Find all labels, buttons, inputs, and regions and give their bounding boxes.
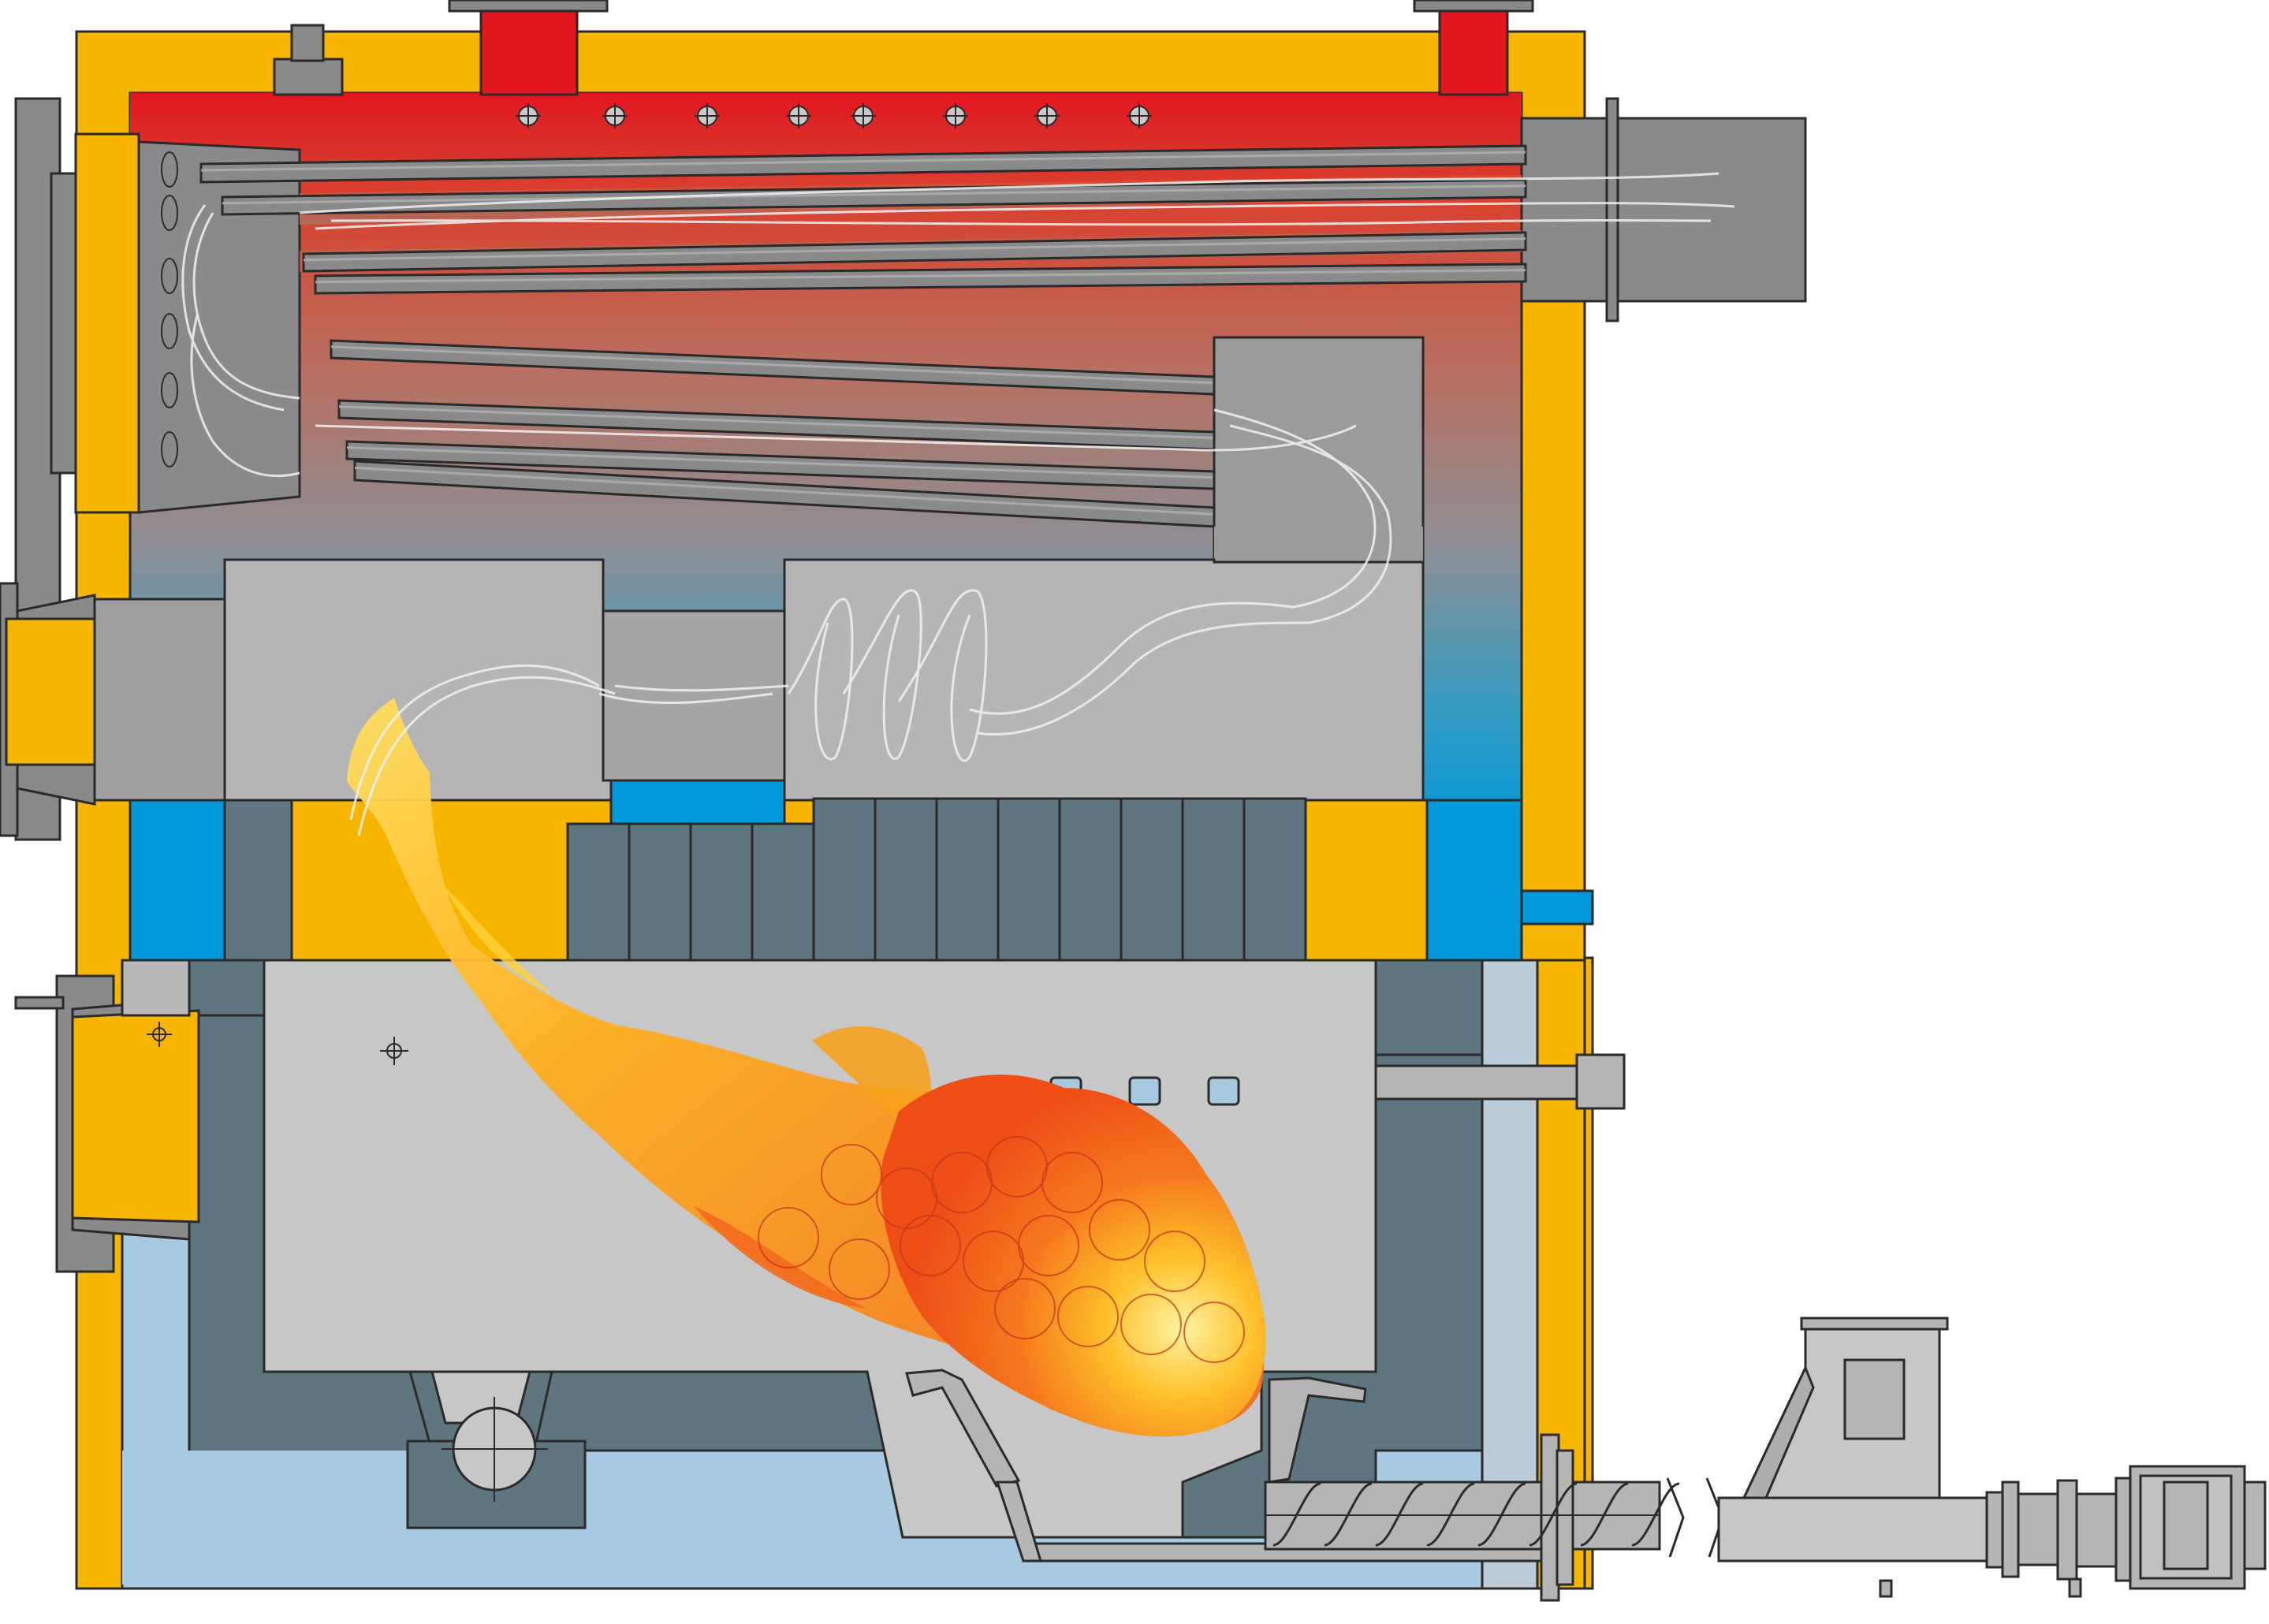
flame-swirl: [994, 1278, 1056, 1339]
hot-water-outlet-nozzle: [448, 0, 609, 96]
tube-sheet-opening: [161, 431, 178, 467]
refractory-brick: [812, 797, 877, 962]
refractory-brick: [1058, 797, 1123, 962]
flame-swirl: [758, 1207, 819, 1268]
chamber-crosshair-mark: [380, 1037, 408, 1065]
refractory-brick: [751, 822, 815, 962]
flame-swirl: [1018, 1215, 1079, 1276]
heat-exchanger-tube: [314, 263, 1527, 295]
refractory-brick: [566, 822, 631, 962]
sensor-pocket-mark: [516, 103, 541, 129]
sensor-pocket-mark: [695, 103, 720, 129]
flame-swirl: [1183, 1302, 1245, 1363]
sensor-pocket-mark: [602, 103, 628, 129]
ash-screw-icon: [442, 1397, 548, 1502]
sensor-pocket-mark: [943, 103, 968, 129]
flame-swirl: [821, 1144, 882, 1205]
tube-sheet-opening: [161, 151, 178, 188]
screw-feeder-icon: [995, 1433, 1992, 1602]
sensor-pocket-mark: [786, 103, 811, 129]
inspection-door-icon: [0, 582, 226, 837]
sensor-pocket-mark: [851, 103, 876, 129]
tube-sheet-opening: [161, 313, 178, 349]
smoke-flue-icon: [1520, 97, 1807, 322]
heat-exchanger-tubes-icon: [161, 144, 1527, 529]
refractory-brick: [935, 797, 1000, 962]
flame-swirl: [829, 1238, 890, 1300]
refractory-brick: [1181, 797, 1246, 962]
refractory-brick: [874, 797, 938, 962]
flame-swirl: [1089, 1199, 1150, 1261]
refractory-arch: [223, 797, 1307, 963]
refractory-brick: [1243, 797, 1307, 962]
motor-icon: [1879, 1465, 2267, 1598]
flame-swirl: [1041, 1152, 1103, 1213]
tube-sheet-opening: [161, 195, 178, 231]
sensor-pockets: [516, 103, 1152, 129]
crosshair-mark: [147, 1022, 172, 1047]
second-pass-baffle: [223, 336, 1425, 825]
tube-sheet-opening: [161, 372, 178, 408]
flame-icon: [347, 698, 1266, 1437]
hopper-icon: [1742, 1317, 1949, 1499]
vent-nozzle: [273, 24, 344, 96]
flame-swirl: [1144, 1231, 1205, 1292]
refractory-brick: [997, 797, 1061, 962]
refractory-brick: [1120, 797, 1184, 962]
flue-gas-flow-lines: [181, 172, 1735, 836]
flame-swirl: [900, 1215, 961, 1276]
refractory-brick: [689, 822, 754, 962]
heat-exchanger-tube: [199, 144, 1527, 184]
lower-inspection-door: [14, 959, 200, 1273]
heat-exchanger-tube: [302, 231, 1527, 273]
flame-swirl: [1057, 1286, 1119, 1347]
tube-sheet-opening: [161, 258, 178, 294]
sensor-pocket-mark: [1127, 103, 1152, 129]
refractory-brick: [628, 822, 692, 962]
flow-nozzle-right: [1413, 0, 1534, 96]
sensor-pocket-mark: [1034, 103, 1060, 129]
water-jacket-side: [129, 799, 1594, 963]
flame-swirl: [1120, 1294, 1182, 1355]
